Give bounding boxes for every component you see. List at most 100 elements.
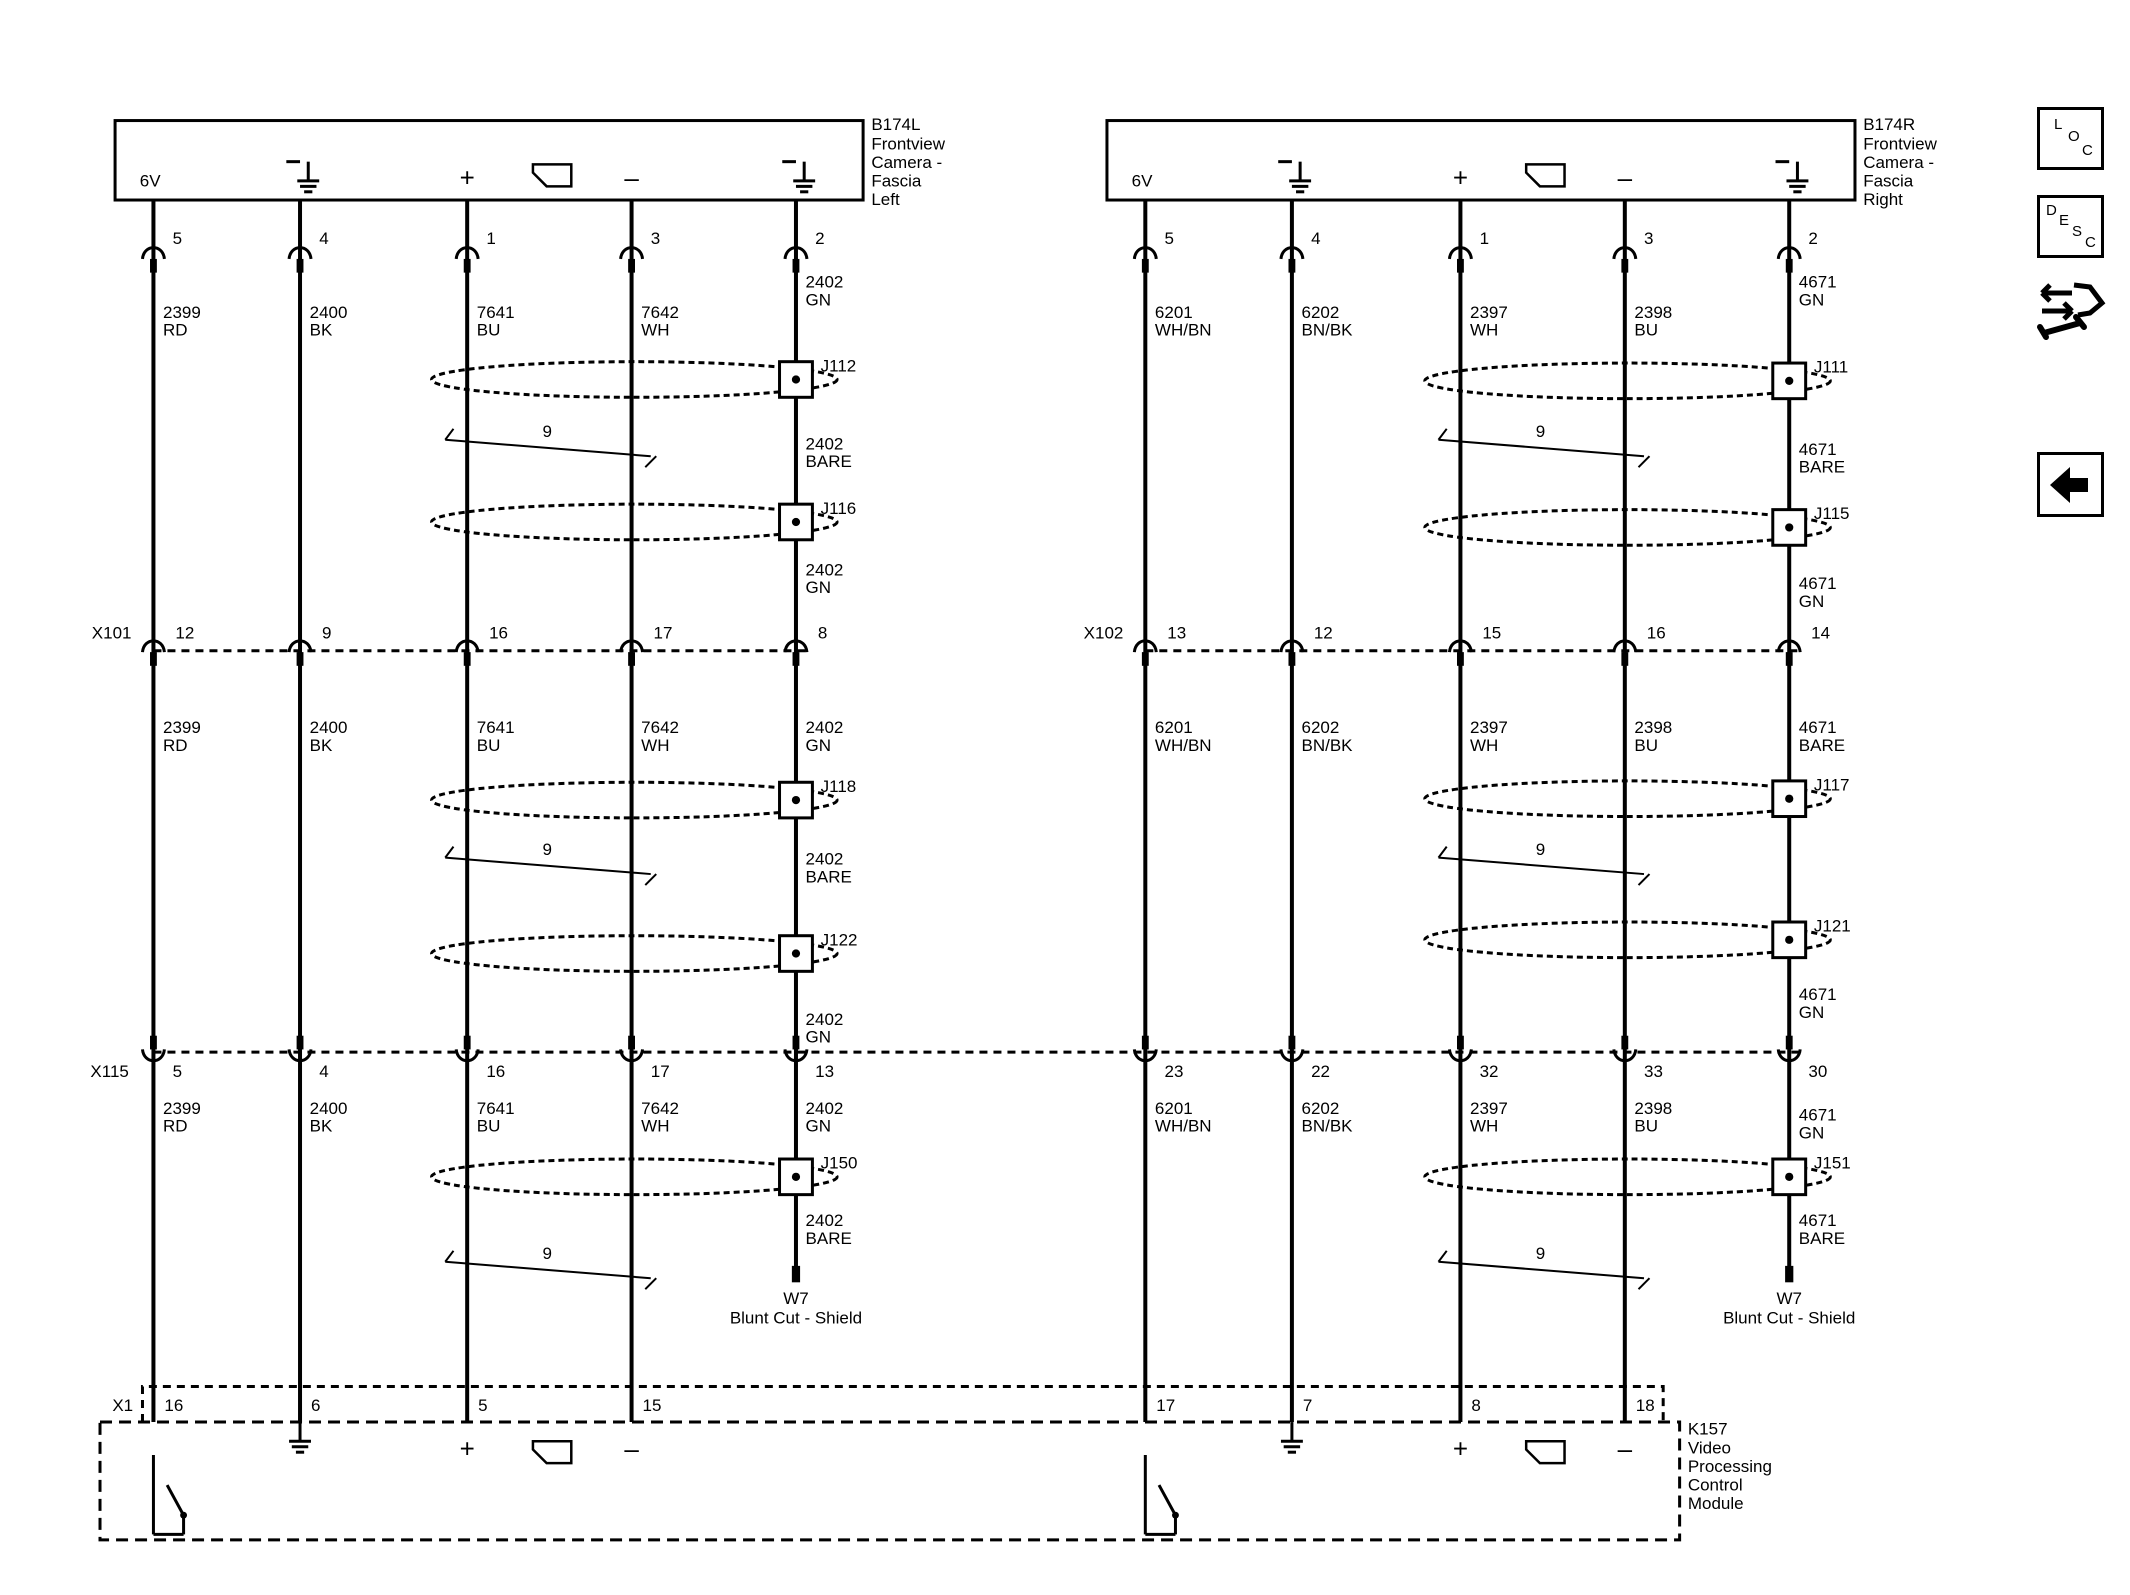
left-top-pin-label: 5 xyxy=(173,229,182,248)
right-wire-color: WH xyxy=(1470,736,1498,755)
right-drain-color: BARE xyxy=(1799,1229,1845,1248)
right-top-pin-label: 2 xyxy=(1808,229,1817,248)
right-camera-desc: Right xyxy=(1863,190,1903,209)
left-twisted-pair-tick2 xyxy=(644,1277,657,1290)
right-wire-circuit: 2397 xyxy=(1470,718,1508,737)
left-top-terminal xyxy=(454,246,480,260)
left-drain-color: GN xyxy=(806,736,832,755)
right-drain-circuit: 4671 xyxy=(1799,574,1837,593)
location-button[interactable]: L O C xyxy=(2037,107,2104,170)
right-inline-terminal xyxy=(1132,639,1158,653)
left-splice xyxy=(778,780,814,820)
left-wire-circuit: 7642 xyxy=(641,1099,679,1118)
right-x115-socket xyxy=(1776,1049,1802,1063)
left-x115-socket-pin xyxy=(150,1035,157,1050)
left-x115-pin-label: 4 xyxy=(319,1062,328,1081)
right-camera-desc: Fascia xyxy=(1863,171,1914,190)
left-inline-pin-label: 12 xyxy=(175,623,194,642)
right-twist-count: 9 xyxy=(1536,840,1545,859)
left-twist-count: 9 xyxy=(543,840,552,859)
right-wire-color: BN/BK xyxy=(1302,1117,1354,1136)
right-wire-circuit: 6201 xyxy=(1155,718,1193,737)
right-splice-dot xyxy=(1785,794,1794,803)
left-inline-terminal xyxy=(619,639,645,653)
right-wire-color: BN/BK xyxy=(1302,321,1354,340)
right-x115-pin-label: 30 xyxy=(1808,1062,1827,1081)
loc-letter: C xyxy=(2082,142,2093,159)
right-module-pin-label: 17 xyxy=(1156,1396,1175,1415)
back-button[interactable] xyxy=(2037,452,2104,517)
right-top-terminal xyxy=(1776,246,1802,260)
right-plus-label: + xyxy=(1453,162,1468,192)
right-splice-label: J151 xyxy=(1814,1154,1851,1173)
right-wire-circuit: 2398 xyxy=(1634,303,1672,322)
left-shield-label: Blunt Cut - Shield xyxy=(730,1308,862,1327)
right-drain-circuit: 4671 xyxy=(1799,1106,1837,1125)
left-splice-dot xyxy=(791,795,801,805)
right-module-video-icon xyxy=(1524,1439,1566,1465)
left-module-minus: – xyxy=(624,1434,639,1464)
right-splice-dot xyxy=(1785,1172,1794,1181)
right-x115-socket-pin xyxy=(1456,1035,1464,1050)
right-wire-color: BN/BK xyxy=(1302,736,1354,755)
left-drain-circuit: 2402 xyxy=(806,1211,844,1230)
left-top-terminal xyxy=(287,246,313,260)
left-twisted-pair-tick2 xyxy=(644,873,657,886)
right-x115-pin-label: 22 xyxy=(1311,1062,1330,1081)
module-desc: Module xyxy=(1688,1494,1744,1513)
left-twisted-pair-tick1 xyxy=(444,1250,455,1263)
left-plus-label: + xyxy=(460,162,475,192)
right-splice-dot xyxy=(1785,935,1794,944)
left-camera-desc: Fascia xyxy=(871,171,922,190)
left-splice-label: J116 xyxy=(821,499,857,518)
right-drain-color: GN xyxy=(1799,592,1825,611)
left-drain-circuit: 2402 xyxy=(806,849,844,868)
right-top-terminal xyxy=(1132,246,1158,260)
right-module-switch-pivot xyxy=(1172,1511,1179,1519)
left-wire-color: BK xyxy=(310,736,333,755)
left-x115-pin-label: 13 xyxy=(815,1062,834,1081)
module-desc: Processing xyxy=(1688,1457,1772,1476)
right-twisted-pair-tick2 xyxy=(1637,1277,1651,1290)
left-splice-label: J112 xyxy=(821,356,857,375)
left-top-terminal-pin xyxy=(792,258,800,273)
description-button[interactable]: D E S C xyxy=(2037,195,2104,258)
left-wire-circuit: 2399 xyxy=(163,1099,201,1118)
right-module-switch-blade xyxy=(1157,1484,1177,1516)
left-drain-color: BARE xyxy=(806,1229,852,1248)
left-wire-color: WH xyxy=(641,321,669,340)
right-wire-circuit: 6202 xyxy=(1302,303,1340,322)
desc-letter: D xyxy=(2046,202,2057,219)
desc-letter: S xyxy=(2072,223,2083,240)
right-top-terminal-pin xyxy=(1456,258,1464,273)
right-wire-color: BU xyxy=(1634,321,1658,340)
left-drain-circuit: 2402 xyxy=(806,1010,844,1029)
left-drain-color: GN xyxy=(806,1117,832,1136)
right-inline-terminal-pin xyxy=(1288,652,1296,666)
right-inline-terminal xyxy=(1279,639,1305,653)
right-twisted-pair-tick1 xyxy=(1437,428,1448,441)
left-wire-color: RD xyxy=(163,1117,188,1136)
connector-tool-icon[interactable] xyxy=(2032,275,2110,350)
left-inline-terminal xyxy=(783,639,809,653)
right-x115-pin-label: 32 xyxy=(1480,1062,1499,1081)
right-wire-color: BU xyxy=(1634,736,1658,755)
right-inline-terminal xyxy=(1776,639,1802,653)
left-twisted-pair-tick1 xyxy=(444,428,455,441)
right-wire-circuit: 6202 xyxy=(1302,718,1340,737)
right-top-terminal xyxy=(1612,246,1638,260)
left-module-video-icon xyxy=(531,1439,573,1465)
left-shield-ellipse xyxy=(430,934,839,973)
left-top-pin-label: 1 xyxy=(486,229,495,248)
right-top-terminal-pin xyxy=(1141,258,1149,273)
right-shield-ellipse xyxy=(1423,920,1832,960)
left-wire-color: RD xyxy=(163,736,188,755)
right-wire-circuit: 2397 xyxy=(1470,303,1508,322)
left-inline-terminal xyxy=(287,639,313,653)
right-x115-pin-label: 23 xyxy=(1165,1062,1184,1081)
right-wire-circuit: 2398 xyxy=(1634,718,1672,737)
left-twisted-pair-line xyxy=(445,856,651,876)
left-module-plus: + xyxy=(460,1434,475,1464)
right-inline-pin-label: 16 xyxy=(1647,623,1666,642)
left-x115-socket-pin xyxy=(463,1035,471,1050)
